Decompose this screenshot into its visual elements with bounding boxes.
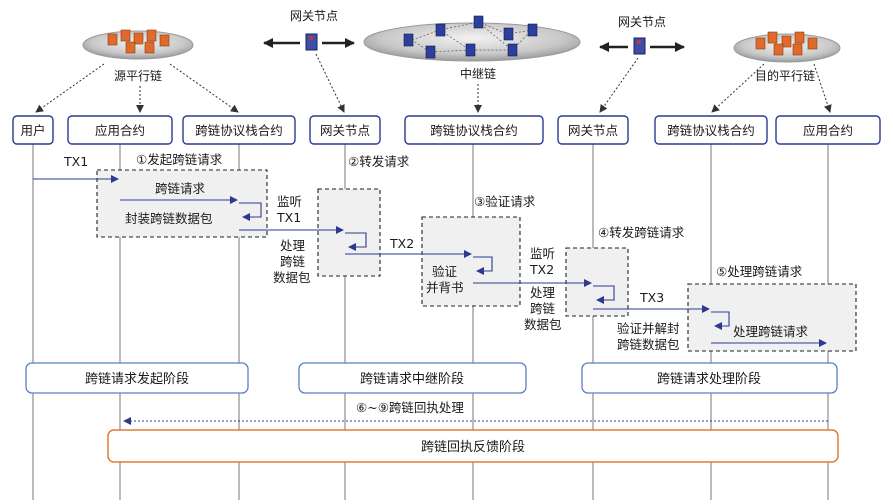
tx2-label: TX2 <box>389 236 414 251</box>
step-3-label: ③验证请求 <box>474 194 536 209</box>
participant-src-protocol-contract: 跨链协议栈合约 <box>195 123 283 138</box>
pack-packet-label: 封装跨链数据包 <box>125 211 213 226</box>
gateway-left-label: 网关节点 <box>290 9 338 23</box>
server-icon <box>755 31 818 56</box>
gateway-right-icon <box>599 37 685 55</box>
handle-b3-label: 数据包 <box>524 317 562 332</box>
phase-process-label: 跨链请求处理阶段 <box>657 372 761 387</box>
server-icon <box>107 29 170 54</box>
phase-feedback-label: 跨链回执反馈阶段 <box>421 440 525 455</box>
verify2-label: 并背书 <box>426 280 464 295</box>
handle-a1-label: 处理 <box>280 238 306 253</box>
listen2-tx-label: TX2 <box>529 262 554 277</box>
relay-chain-graphic <box>363 15 581 62</box>
gateway-left-icon <box>263 33 355 51</box>
verify-unpack1-label: 验证并解封 <box>617 321 680 336</box>
participant-dest-app-contract: 应用合约 <box>803 123 853 138</box>
activity-boxes <box>96 169 857 352</box>
handle-b2-label: 跨链 <box>530 301 556 316</box>
handle-b1-label: 处理 <box>530 285 556 300</box>
phase-bars <box>25 362 838 394</box>
process-request-label: 处理跨链请求 <box>733 324 809 339</box>
source-chain-graphic <box>82 29 194 60</box>
participant-relay-protocol-contract: 跨链协议栈合约 <box>430 123 518 138</box>
phase-initiate-label: 跨链请求发起阶段 <box>85 371 189 387</box>
handle-a3-label: 数据包 <box>273 270 311 285</box>
phase-relay-label: 跨链请求中继阶段 <box>360 372 464 387</box>
relay-chain-label: 中继链 <box>460 66 496 81</box>
step-1-label: ①发起跨链请求 <box>136 152 223 167</box>
dest-chain-graphic <box>733 31 841 63</box>
verify-unpack2-label: 跨链数据包 <box>617 337 680 352</box>
listen1-label: 监听 <box>277 194 302 209</box>
participant-dest-protocol-contract: 跨链协议栈合约 <box>667 123 755 138</box>
participant-boxes <box>12 115 881 145</box>
cross-request-label: 跨链请求 <box>155 181 206 196</box>
message-arrows <box>33 175 827 347</box>
source-chain-label: 源平行链 <box>114 68 162 83</box>
participant-user: 用户 <box>20 123 45 138</box>
verify1-label: 验证 <box>432 264 458 279</box>
step-4-label: ④转发跨链请求 <box>598 225 685 240</box>
step-5-label: ⑤处理跨链请求 <box>716 264 803 279</box>
participant-src-app-contract: 应用合约 <box>95 123 145 138</box>
step-2-label: ②转发请求 <box>348 154 410 169</box>
tx1-label: TX1 <box>63 154 88 169</box>
step-6-label: ⑥~⑨跨链回执处理 <box>356 400 464 415</box>
server-icon <box>403 15 538 59</box>
top-dotted-arrows <box>35 53 832 113</box>
dest-chain-label: 目的平行链 <box>755 68 815 83</box>
tx3-label: TX3 <box>639 290 664 305</box>
handle-a2-label: 跨链 <box>280 254 306 269</box>
gateway-right-label: 网关节点 <box>618 15 666 29</box>
phase-feedback-bar <box>107 429 839 463</box>
participant-gateway-2: 网关节点 <box>568 123 618 138</box>
participant-gateway-1: 网关节点 <box>320 123 370 138</box>
listen1-tx-label: TX1 <box>276 210 301 225</box>
listen2-label: 监听 <box>530 246 555 261</box>
